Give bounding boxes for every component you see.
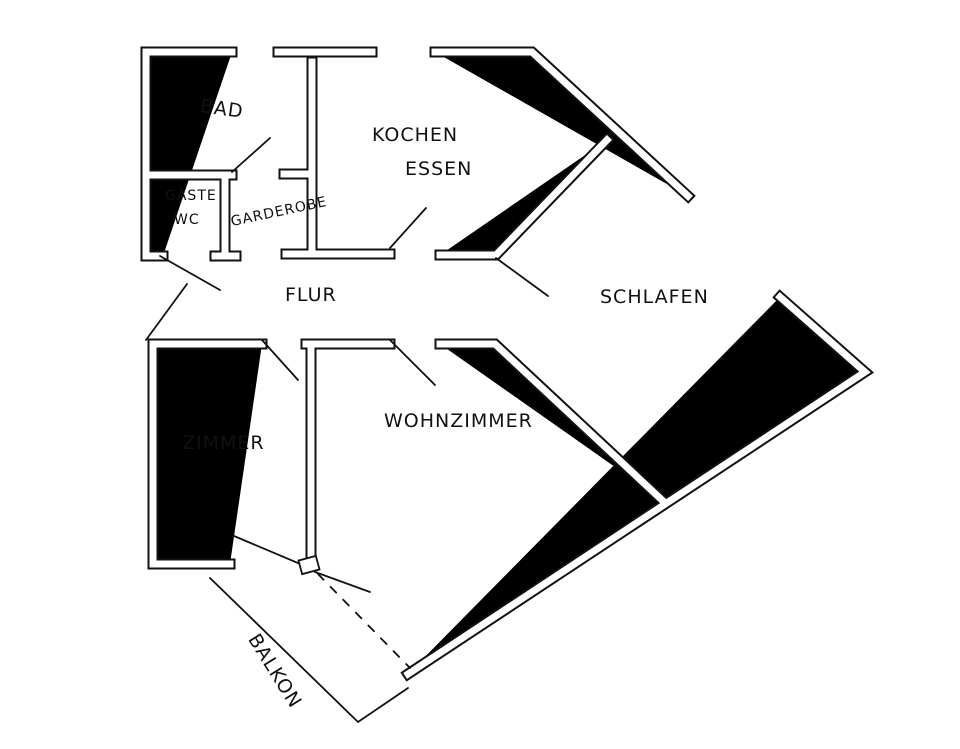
room-label-wc: WC <box>174 212 200 228</box>
room-label-kochen: KOCHEN <box>372 124 459 146</box>
room-label-schlafen: SCHLAFEN <box>600 286 709 308</box>
room-label-gaeste: GÄSTE <box>165 188 217 204</box>
room-label-zimmer: ZIMMER <box>182 432 265 454</box>
balcony-outline <box>209 573 411 724</box>
room-label-wohnzimmer: WOHNZIMMER <box>384 410 533 432</box>
walls <box>146 52 865 674</box>
room-label-flur: FLUR <box>285 284 337 306</box>
door-swings <box>145 137 549 593</box>
room-label-essen: ESSEN <box>405 158 473 180</box>
